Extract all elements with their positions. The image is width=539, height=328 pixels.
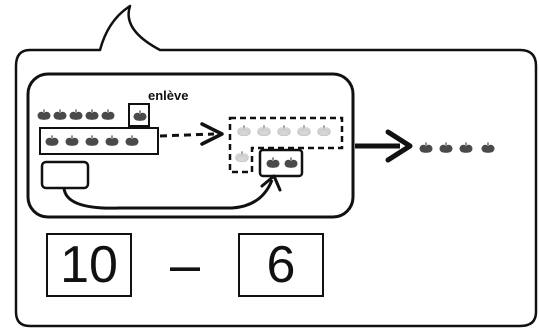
minuend-value: 10 (60, 236, 118, 294)
remove-arrow-dashed (159, 132, 215, 138)
empty-box (40, 160, 90, 190)
bottom-apple-row-box (39, 127, 159, 155)
inner-frame (26, 72, 355, 219)
curved-arrow (62, 179, 274, 210)
action-label: enlève (148, 88, 188, 103)
removed-group-dashed-outline (228, 116, 344, 174)
result-arrowhead (385, 129, 413, 163)
kept-group-box (258, 148, 304, 178)
minuend-box: 10 (46, 233, 132, 297)
remove-arrowhead (200, 122, 224, 146)
subtrahend-box: 6 (238, 233, 324, 297)
minus-sign: – (170, 235, 201, 295)
curved-arrowhead (260, 174, 282, 192)
subtrahend-value: 6 (266, 236, 296, 294)
selected-apple-box (128, 103, 150, 127)
